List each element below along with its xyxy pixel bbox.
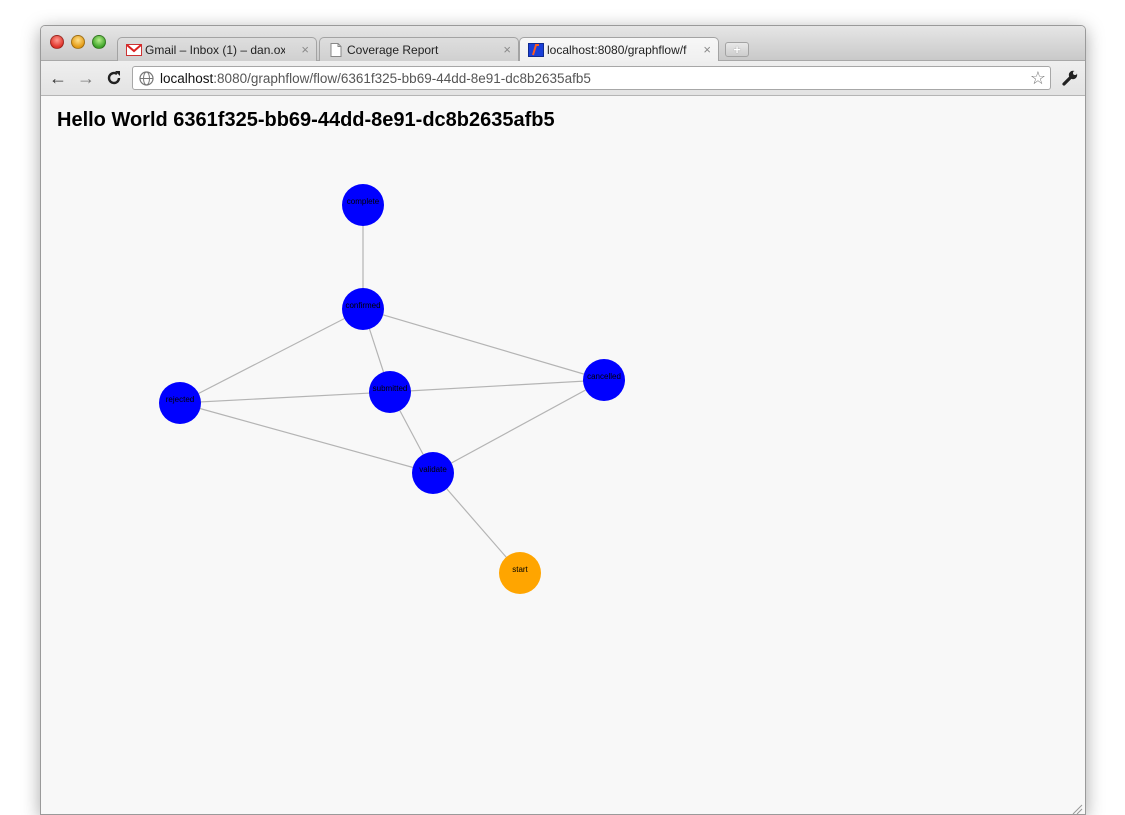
- url-host: localhost: [160, 71, 214, 86]
- node-circle[interactable]: [342, 184, 384, 226]
- edge-rejected-submitted: [179, 391, 391, 404]
- browser-window: Gmail – Inbox (1) – dan.oxlade × Coverag…: [40, 25, 1086, 815]
- window-close-button[interactable]: [50, 35, 64, 49]
- node-label: validate: [419, 465, 447, 474]
- reload-button[interactable]: [103, 67, 125, 89]
- node-cancelled[interactable]: cancelled: [583, 359, 625, 401]
- node-circle[interactable]: [342, 288, 384, 330]
- title-bar: Gmail – Inbox (1) – dan.oxlade × Coverag…: [41, 26, 1085, 63]
- node-label: submitted: [373, 384, 408, 393]
- edge-submitted-cancelled: [389, 379, 605, 393]
- node-circle[interactable]: [159, 382, 201, 424]
- edge-validate-start: [432, 472, 521, 574]
- node-label: rejected: [166, 395, 194, 404]
- tab-label: localhost:8080/graphflow/flow/6361f325: [547, 43, 687, 57]
- globe-icon: [139, 71, 154, 86]
- page-content: Hello World 6361f325-bb69-44dd-8e91-dc8b…: [41, 97, 1085, 815]
- app-icon: [528, 43, 544, 57]
- reload-icon: [107, 71, 121, 85]
- node-confirmed[interactable]: confirmed: [342, 288, 384, 330]
- node-complete[interactable]: complete: [342, 184, 384, 226]
- node-rejected[interactable]: rejected: [159, 382, 201, 424]
- edge-rejected-validate: [179, 402, 434, 474]
- node-circle[interactable]: [499, 552, 541, 594]
- address-bar[interactable]: localhost:8080/graphflow/flow/6361f325-b…: [132, 66, 1051, 90]
- tab-label: Coverage Report: [347, 43, 439, 57]
- resize-grip-icon[interactable]: [1071, 803, 1083, 815]
- tab-close-icon[interactable]: ×: [703, 42, 711, 57]
- page-title: Hello World 6361f325-bb69-44dd-8e91-dc8b…: [57, 109, 555, 131]
- node-label: start: [512, 565, 528, 574]
- flow-graph: complete confirmed cancelled rejected submit…: [159, 184, 625, 594]
- new-tab-button[interactable]: +: [725, 42, 749, 57]
- wrench-icon[interactable]: [1059, 67, 1081, 89]
- back-button[interactable]: ←: [49, 68, 67, 88]
- forward-button[interactable]: →: [77, 68, 95, 88]
- node-validate[interactable]: validate: [412, 452, 454, 494]
- node-submitted[interactable]: submitted: [369, 371, 411, 413]
- node-label: complete: [347, 197, 380, 206]
- tab-close-icon[interactable]: ×: [301, 42, 309, 57]
- window-minimize-button[interactable]: [71, 35, 85, 49]
- edge-cancelled-validate: [432, 379, 605, 474]
- node-circle[interactable]: [583, 359, 625, 401]
- tab-close-icon[interactable]: ×: [503, 42, 511, 57]
- node-circle[interactable]: [412, 452, 454, 494]
- node-label: cancelled: [587, 372, 621, 381]
- edge-confirmed-rejected: [179, 308, 364, 404]
- node-start[interactable]: start: [499, 552, 541, 594]
- tab-graphflow[interactable]: localhost:8080/graphflow/flow/6361f325 ×: [519, 37, 719, 63]
- page-icon: [330, 43, 342, 57]
- node-circle[interactable]: [369, 371, 411, 413]
- tab-label: Gmail – Inbox (1) – dan.oxlade: [145, 43, 285, 57]
- browser-toolbar: ← → localhost:8080/graphflow/flow/6361f3…: [41, 61, 1085, 96]
- node-label: confirmed: [345, 301, 380, 310]
- gmail-icon: [126, 44, 142, 56]
- tab-coverage-report[interactable]: Coverage Report ×: [319, 37, 519, 62]
- bookmark-star-icon[interactable]: ☆: [1029, 68, 1046, 88]
- edge-confirmed-cancelled: [362, 308, 605, 381]
- url-text[interactable]: localhost:8080/graphflow/flow/6361f325-b…: [160, 71, 591, 86]
- url-path: :8080/graphflow/flow/6361f325-bb69-44dd-…: [213, 71, 591, 86]
- window-zoom-button[interactable]: [92, 35, 106, 49]
- tab-gmail[interactable]: Gmail – Inbox (1) – dan.oxlade ×: [117, 37, 317, 62]
